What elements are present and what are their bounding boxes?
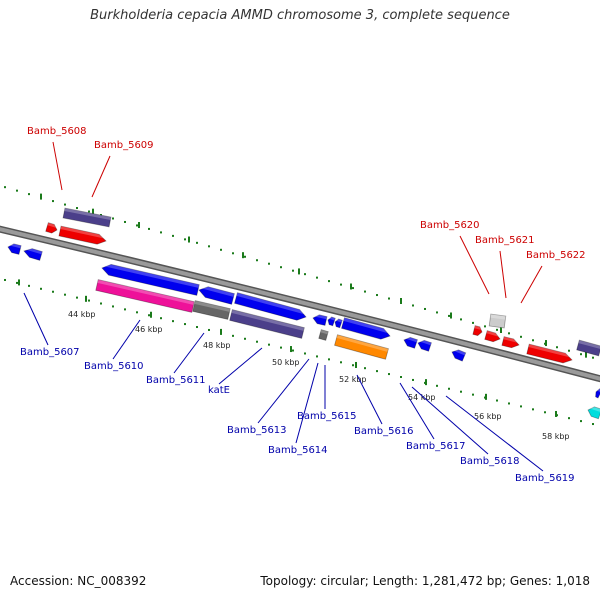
- gene-bamb-5615: [318, 329, 329, 341]
- gene-label: Bamb_5616: [354, 426, 414, 437]
- tick-label: 46 kbp: [135, 325, 163, 334]
- gene-kate-purple: [229, 309, 305, 339]
- gene-label: Bamb_5611: [146, 375, 206, 386]
- tick-label: 54 kbp: [408, 393, 436, 402]
- tick-label: 52 kbp: [339, 375, 367, 384]
- gene-bamb-5618: [417, 338, 432, 352]
- gene-label: Bamb_5614: [268, 445, 328, 456]
- gene-bamb-5610-pink: [95, 279, 195, 313]
- gene-bamb-5610: [101, 262, 200, 296]
- gene-label: Bamb_5622: [526, 250, 586, 261]
- gene-bamb-5620: [472, 325, 484, 337]
- gene-edge-purple: [576, 339, 600, 357]
- map-title: Burkholderia cepacia AMMD chromosome 3, …: [90, 8, 510, 23]
- gene-label: Bamb_5613: [227, 425, 287, 436]
- gene-label: Bamb_5615: [297, 411, 357, 422]
- gene-bamb-5622: [526, 343, 574, 364]
- gene-bamb-5615a: [334, 318, 343, 329]
- gene-label: Bamb_5609: [94, 140, 154, 151]
- gene-bamb-5617: [403, 335, 418, 349]
- gene-bamb-5616: [341, 317, 392, 340]
- gene-label: Bamb_5618: [460, 456, 520, 467]
- gene-label: Bamb_5619: [515, 473, 575, 484]
- gene-label: Bamb_5621: [475, 235, 535, 246]
- gene-label: Bamb_5610: [84, 361, 144, 372]
- gene-bamb-5609: [58, 225, 108, 245]
- gene-bamb-5614: [327, 316, 336, 327]
- gene-bamb-5620-gray: [488, 313, 507, 329]
- gene-bamb-5621: [501, 336, 521, 349]
- genes: [7, 207, 600, 420]
- callouts: Bamb_5608Bamb_5609Bamb_5620Bamb_5621Bamb…: [20, 126, 586, 484]
- tick-label: 56 kbp: [474, 412, 502, 421]
- gene-kate: [234, 292, 308, 321]
- gene-bamb-5616-orange: [334, 334, 389, 360]
- tick-label: 58 kbp: [542, 432, 570, 441]
- sequence-summary: Topology: circular; Length: 1,281,472 bp…: [260, 574, 590, 588]
- gene-label: Bamb_5608: [27, 126, 87, 137]
- gene-bamb-5607a: [7, 242, 22, 255]
- gene-bamb-5613: [312, 313, 328, 326]
- accession: Accession: NC_008392: [10, 574, 147, 588]
- gene-bamb-5607: [23, 246, 43, 261]
- gene-edge-cyan: [587, 405, 600, 420]
- gene-label: Bamb_5617: [406, 441, 466, 452]
- tick-marks: 44 kbp 46 kbp 48 kbp 50 kbp 52 kbp 54 kbp 56 k…: [18, 193, 587, 441]
- gene-bamb-5620b: [484, 330, 502, 343]
- gene-bamb-5608: [62, 207, 112, 228]
- gene-edge-blue: [595, 387, 600, 399]
- gene-bamb-5611: [198, 284, 235, 305]
- gene-bamb-5619: [451, 347, 467, 362]
- gene-bamb-5611-gray: [192, 300, 231, 320]
- tick-label: 44 kbp: [68, 310, 96, 319]
- gene-small-red: [45, 222, 59, 234]
- gene-label: Bamb_5620: [420, 220, 480, 231]
- gene-label: katE: [208, 385, 230, 396]
- tick-label: 50 kbp: [272, 358, 300, 367]
- gene-label: Bamb_5607: [20, 347, 80, 358]
- tick-label: 48 kbp: [203, 341, 231, 350]
